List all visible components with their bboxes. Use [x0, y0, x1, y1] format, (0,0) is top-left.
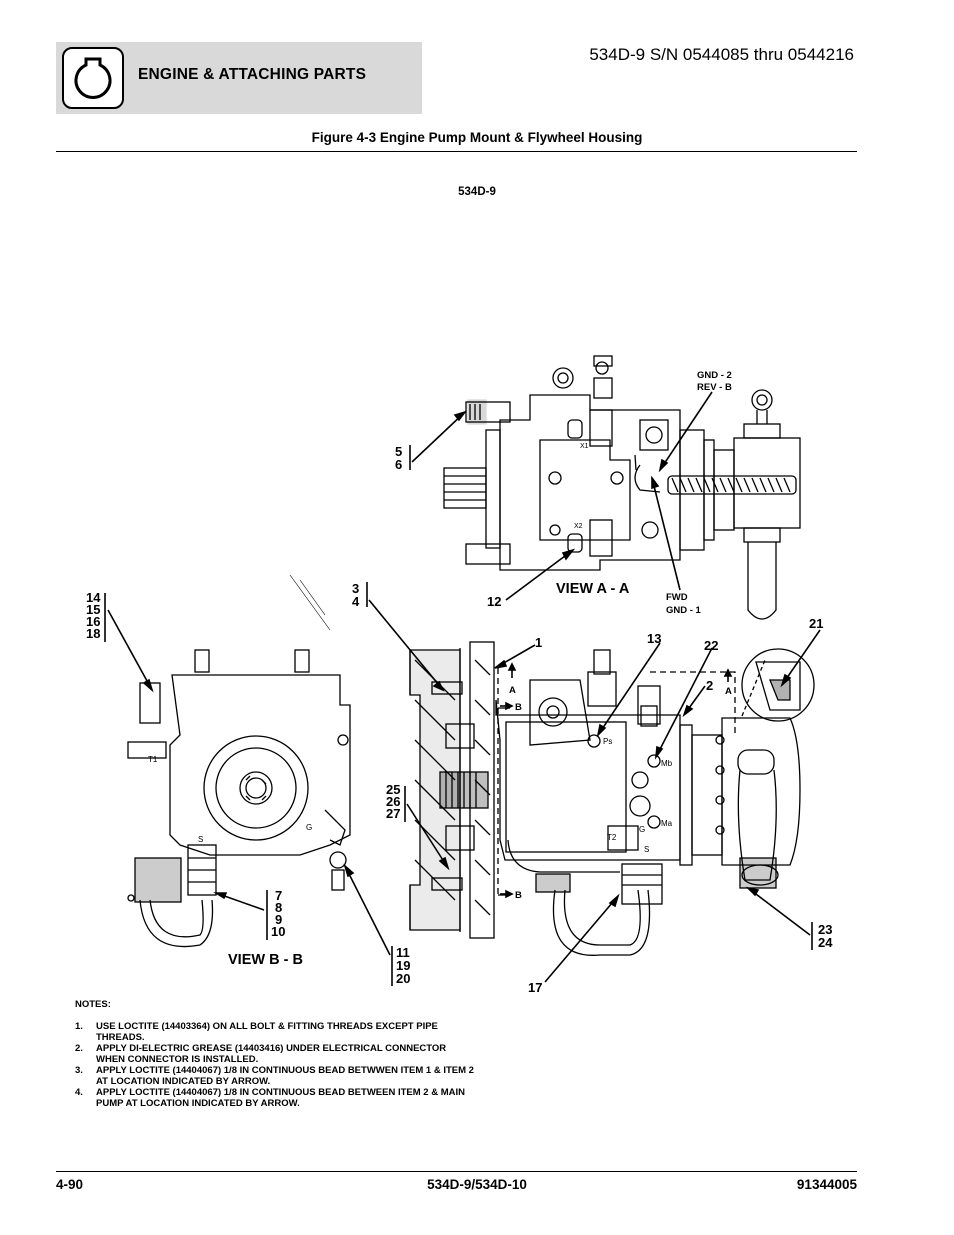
section-mark-b-bottom: B: [515, 890, 522, 901]
note-number: 2.: [75, 1043, 83, 1054]
note-number: 3.: [75, 1065, 83, 1076]
port-x2: X2: [574, 523, 583, 530]
callout-leaders: [104, 391, 821, 986]
fwd-label: FWD: [666, 592, 688, 603]
callout-17: 17: [528, 980, 542, 995]
callout-27: 27: [386, 806, 400, 821]
callout-labels: 5 6 12 GND - 2 REV - B FWD GND - 1 VIEW …: [86, 370, 833, 995]
callout-3: 3: [352, 581, 359, 596]
engine-valve-icon: [62, 47, 124, 109]
gnd-2-label: GND - 2: [697, 370, 732, 381]
serial-range: 534D-9 S/N 0544085 thru 0544216: [589, 45, 854, 64]
callout-24: 24: [818, 935, 833, 950]
callout-15: 15: [86, 602, 100, 617]
callout-12: 12: [487, 594, 501, 609]
section-mark-a-left: A: [509, 685, 516, 696]
callout-26: 26: [386, 794, 400, 809]
flywheel-housing-section: [409, 641, 815, 956]
note-text: USE LOCTITE (14403364) ON ALL BOLT & FIT…: [96, 1021, 438, 1043]
callout-4: 4: [352, 594, 360, 609]
note-number: 4.: [75, 1087, 83, 1098]
port-g-right: G: [639, 825, 645, 834]
callout-21: 21: [809, 616, 823, 631]
port-g-left: G: [306, 823, 312, 832]
view-b-b-drawing: [127, 574, 351, 948]
header-rule: [56, 151, 857, 152]
port-t2: T2: [607, 833, 617, 842]
callout-9: 9: [275, 912, 282, 927]
callout-10: 10: [271, 924, 285, 939]
note-text: APPLY LOCTITE (14404067) 1/8 IN CONTINUO…: [96, 1087, 465, 1109]
section-title: ENGINE & ATTACHING PARTS: [138, 66, 367, 83]
note-text: APPLY DI-ELECTRIC GREASE (14403416) UNDE…: [96, 1043, 447, 1065]
figure-title: Figure 4-3 Engine Pump Mount & Flywheel …: [311, 130, 643, 145]
callout-5: 5: [395, 444, 402, 459]
callout-19: 19: [396, 958, 410, 973]
callout-1: 1: [535, 635, 542, 650]
view-b-b-label: VIEW B - B: [228, 952, 303, 968]
model-label: 534D-9: [458, 186, 496, 198]
callout-8: 8: [275, 900, 282, 915]
page-number: 4-90: [56, 1177, 84, 1192]
callout-22: 22: [704, 638, 718, 653]
port-s-right: S: [644, 845, 649, 854]
footer-models: 534D-9/534D-10: [427, 1177, 527, 1192]
port-ma: Ma: [661, 819, 673, 828]
port-t1: T1: [148, 755, 158, 764]
doc-number: 91344005: [796, 1177, 857, 1192]
port-s-left: S: [198, 835, 203, 844]
callout-20: 20: [396, 971, 410, 986]
port-mb: Mb: [661, 759, 673, 768]
rev-b-label: REV - B: [697, 382, 732, 393]
view-a-a-label: VIEW A - A: [556, 581, 630, 597]
note-text: APPLY LOCTITE (14404067) 1/8 IN CONTINUO…: [96, 1065, 474, 1087]
callout-2: 2: [706, 678, 713, 693]
footer-rule: [56, 1171, 857, 1172]
view-a-a-drawing: [443, 355, 801, 620]
callout-13: 13: [647, 631, 661, 646]
port-ps: Ps: [603, 737, 612, 746]
callout-11: 11: [396, 945, 410, 960]
callout-25: 25: [386, 782, 400, 797]
notes-title: NOTES:: [75, 999, 111, 1010]
callout-16: 16: [86, 614, 100, 629]
callout-14: 14: [86, 590, 101, 605]
callout-7: 7: [275, 888, 282, 903]
callout-6: 6: [395, 457, 402, 472]
port-x1: X1: [580, 443, 589, 450]
section-mark-a-right: A: [725, 686, 732, 697]
callout-18: 18: [86, 626, 100, 641]
callout-23: 23: [818, 922, 832, 937]
gnd-1-label: GND - 1: [666, 605, 702, 616]
note-number: 1.: [75, 1021, 83, 1032]
section-mark-b-top: B: [515, 702, 522, 713]
